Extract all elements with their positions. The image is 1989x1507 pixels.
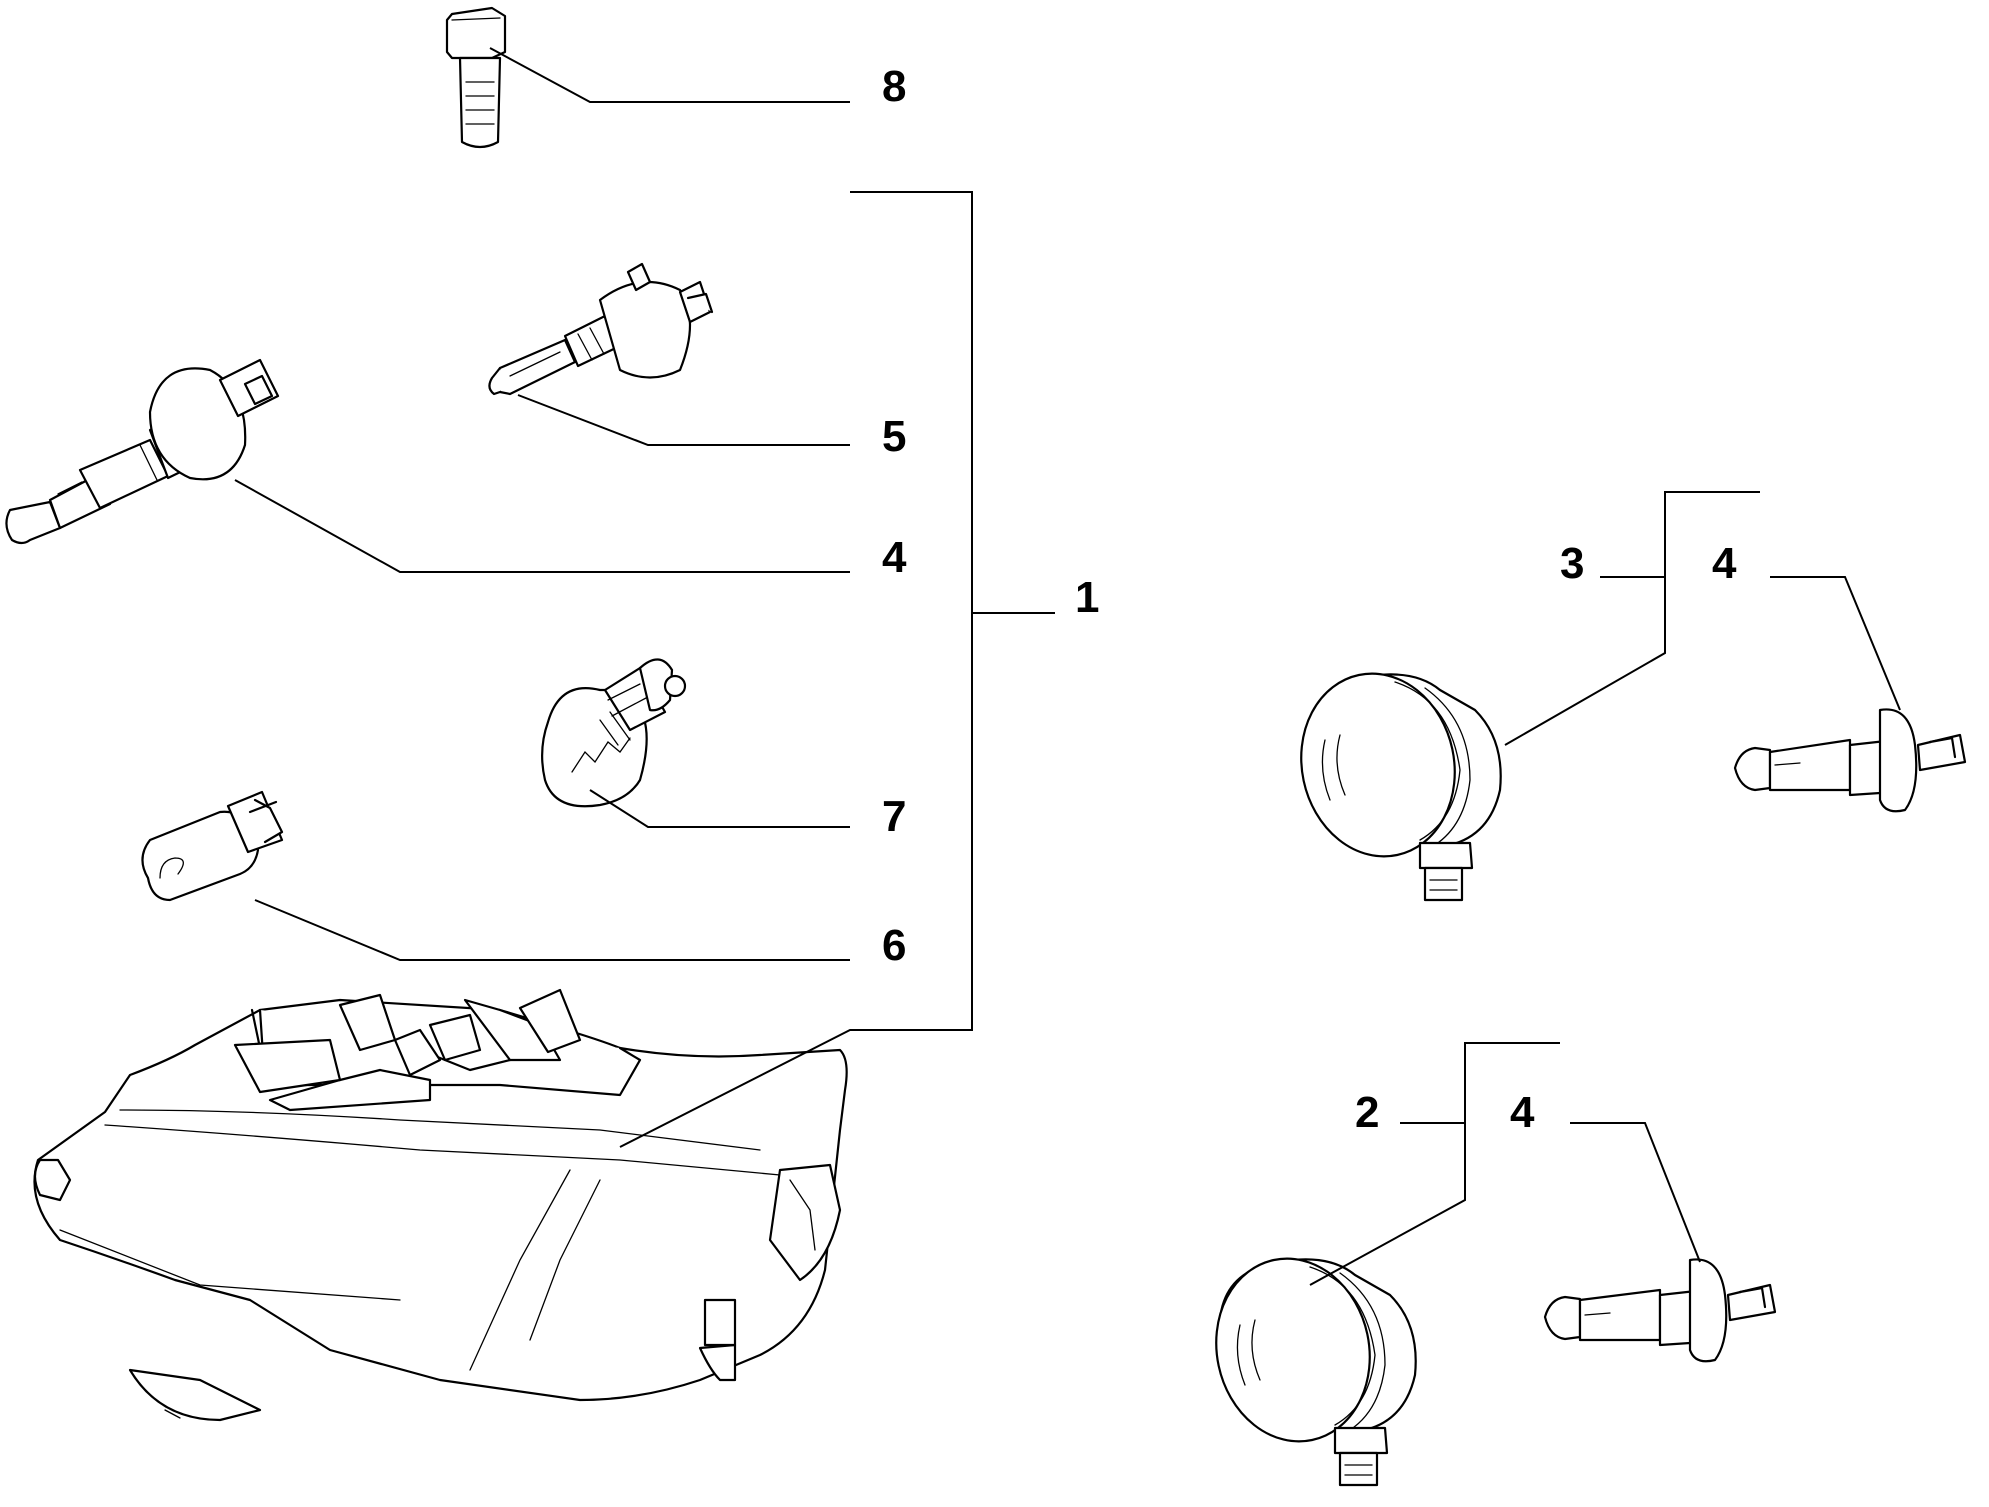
fog-lamp-upper[interactable]: [1285, 659, 1502, 902]
callout-7: 7: [882, 792, 906, 841]
halogen-bulb-part-4-lower-right[interactable]: [1543, 1258, 1777, 1363]
bolt-part-8[interactable]: [445, 6, 507, 149]
callout-2: 2: [1355, 1088, 1379, 1137]
callout-5: 5: [882, 412, 906, 461]
fog-lamp-lower[interactable]: [1200, 1244, 1417, 1487]
callout-3: 3: [1560, 539, 1584, 588]
halogen-bulb-part-5[interactable]: [488, 262, 714, 396]
callout-4-lower-right: 4: [1510, 1088, 1535, 1137]
callout-labels: 8 5 4 1 7 6 3 4 2 4: [882, 62, 1737, 1137]
callout-8: 8: [882, 62, 906, 111]
bayonet-bulb-part-7[interactable]: [541, 658, 687, 808]
leader-lines: [234, 47, 1901, 1286]
halogen-bulb-part-4-upper-right[interactable]: [1733, 708, 1967, 813]
callout-4-upper-right: 4: [1712, 539, 1737, 588]
callout-6: 6: [882, 921, 906, 970]
wedge-bulb-part-6[interactable]: [141, 790, 284, 902]
callout-4: 4: [882, 533, 907, 582]
callout-1: 1: [1075, 573, 1099, 622]
headlamp-assembly[interactable]: [33, 988, 848, 1422]
halogen-bulb-part-4[interactable]: [5, 358, 280, 545]
